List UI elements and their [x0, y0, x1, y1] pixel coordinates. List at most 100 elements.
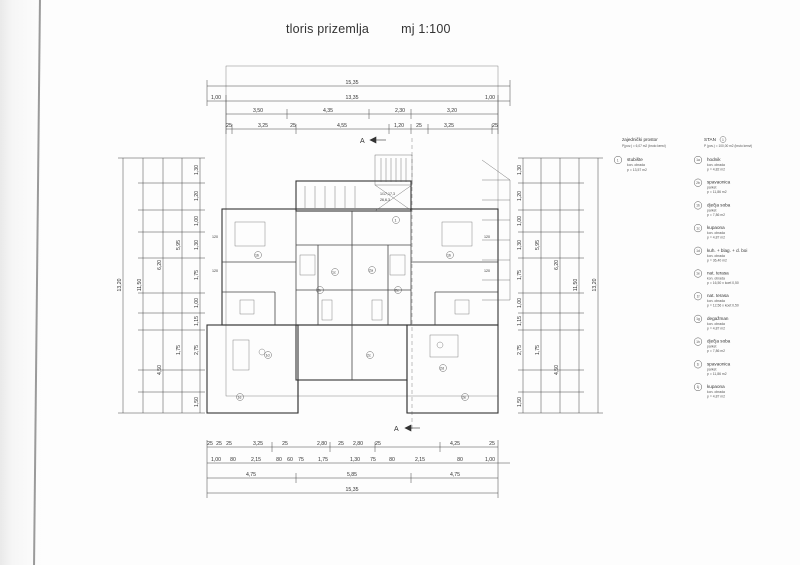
dim-left-third: 6,20	[157, 260, 163, 270]
dim-right-total: 13,20	[592, 278, 598, 291]
height-label-2: 120	[212, 269, 218, 273]
legend-item-area: p = 11,86 m2	[707, 372, 727, 376]
dim-bot-r2-6: 75	[298, 457, 304, 463]
interior-walls	[222, 211, 498, 380]
dim-left-second: 11,50	[137, 279, 143, 292]
plan-room-labels: 1/17,17,3 26,6,3 1 1b 1b 1d 1e 2b 2a 2c …	[212, 192, 490, 401]
legend-item-sub: kon. obrada	[707, 299, 725, 303]
legend-common-name: stubište	[627, 157, 643, 162]
legend-common-space: zajednički prostor P(pov.) = 6,07 m2 (br…	[613, 137, 666, 172]
legend-item-sub: parket	[707, 367, 716, 371]
dim-bot-r2-3: 2,15	[251, 457, 261, 463]
legend-item-name: kupaona	[707, 225, 725, 230]
legend-common-num: 1	[617, 158, 619, 162]
dim-left-seg-5: 1,75	[194, 270, 200, 280]
dim-bot-r2-13: 1,00	[485, 457, 495, 463]
dim-bot-r1-9: 25	[375, 441, 381, 447]
section-mark-bottom: A	[394, 426, 399, 433]
dim-bot-r2-10: 80	[389, 457, 395, 463]
dim-top-r4-8: 25	[492, 123, 498, 129]
legend-item-num: 1d	[696, 249, 700, 253]
legend-item-area: p = 11,86 m2	[707, 190, 727, 194]
legend-item-marker	[693, 224, 703, 233]
dim-right-seg-7: 1,15	[517, 316, 523, 326]
room-marker-10	[461, 393, 469, 401]
top-dimension-text: 15,35 13,35 1,00 1,00 3,50 4,35 2,30 3,2…	[211, 80, 498, 129]
section-arrows	[369, 136, 420, 432]
room-marker-4	[264, 351, 272, 359]
legend-item-area: p = 7,86 m2	[707, 213, 725, 217]
legend-item-sub: kon. obrada	[707, 322, 725, 326]
legend-item-area: p = 4,87 m2	[707, 236, 725, 240]
room-label-4: 1d	[266, 354, 270, 358]
dim-bot-r1-7: 25	[338, 441, 344, 447]
room-marker-2	[254, 251, 262, 259]
legend-item-num: 1e	[696, 272, 700, 276]
room-label-5: 1e	[238, 396, 242, 400]
dim-left-fifth: 4,50	[157, 365, 163, 375]
top-dimension-lines	[206, 80, 511, 134]
dim-right-seg-2: 1,20	[517, 191, 523, 201]
room-label-11: 1c	[332, 271, 336, 275]
legend-item-name: nat. terasa	[707, 293, 729, 298]
dim-bot-r1-8: 2,80	[353, 441, 363, 447]
legend-apartment: STAN 1 P (pov.) = 100,00 m2 (bruto kenvi…	[704, 136, 752, 148]
legend-item-num: 2b	[696, 181, 700, 185]
dim-top-r4-5: 1,20	[394, 123, 404, 129]
building-walls	[206, 180, 499, 414]
dim-right-seg-8: 1,75	[535, 345, 541, 355]
legend-item-area: p = 4,87 m2	[707, 326, 725, 330]
dim-bot-r2-5: 60	[287, 457, 293, 463]
drawing-scale: mj 1:100	[401, 22, 451, 36]
legend-item-sub: parket	[707, 208, 716, 212]
right-dimension-text: 13,20 11,50 6,20 5,95 4,50 1,30 1,20 1,0…	[517, 165, 598, 407]
dim-bot-r1-4: 3,25	[253, 441, 263, 447]
left-dimension-lines	[118, 157, 205, 414]
dim-bot-r1-3: 25	[226, 441, 232, 447]
dim-top-r4-1: 25	[226, 123, 232, 129]
dim-bot-r1-5: 25	[282, 441, 288, 447]
room-marker-12	[394, 286, 402, 294]
dim-right-overhang: 1,00	[485, 95, 495, 101]
exterior-stair	[481, 159, 511, 301]
legend-item-sub: parket	[707, 186, 716, 190]
dim-bot-r1-1: 25	[207, 441, 213, 447]
dim-left-overhang: 1,00	[211, 95, 221, 101]
legend-item-marker	[693, 337, 703, 346]
legend-item-marker	[693, 382, 703, 392]
dim-bot-r2-1: 1,00	[211, 457, 221, 463]
bottom-dimension-text: 25 25 25 3,25 25 2,80 25 2,80 25 4,25 25…	[207, 441, 495, 493]
dim-bot-r3-2: 5,85	[347, 472, 357, 478]
dim-inner-top: 13,35	[346, 95, 359, 101]
legend-item-name: nat. terasa	[707, 271, 729, 276]
legend-common-sub: kon. obrada	[627, 163, 645, 167]
dim-right-third: 6,20	[554, 260, 560, 270]
dim-left-seg-2: 1,20	[194, 191, 200, 201]
legend-item-sub: kon. obrada	[707, 254, 725, 258]
dim-bot-r2-2: 80	[230, 457, 236, 463]
room-marker-5	[236, 393, 244, 401]
legend-item-marker	[693, 292, 703, 301]
legend-item-sub: parket	[707, 345, 716, 349]
dim-top-r3-1: 3,50	[253, 108, 263, 114]
room-marker-7	[368, 266, 376, 274]
legend-apartment-header-sub: P (pov.) = 100,00 m2 (bruto kenvi)	[704, 144, 752, 148]
dim-bot-r2-9: 75	[370, 457, 376, 463]
dim-right-seg-4: 1,30	[517, 240, 523, 250]
dim-left-seg-7: 1,15	[194, 316, 200, 326]
dim-top-r3-3: 2,30	[395, 108, 405, 114]
dim-top-r4-3: 25	[290, 123, 296, 129]
dim-left-seg-6: 1,00	[194, 298, 200, 308]
dim-bot-r3-1: 4,75	[246, 472, 256, 478]
dim-top-r4-6: 25	[416, 123, 422, 129]
drawing-title-name: tloris prizemlja	[286, 22, 370, 36]
legend-common-header: zajednički prostor	[622, 137, 658, 142]
legend-item-marker	[693, 155, 703, 165]
legend-apartment-header: STAN	[704, 137, 716, 142]
legend-item-marker	[693, 314, 703, 323]
dim-top-r4-7: 3,25	[444, 123, 454, 129]
bottom-dimension-lines	[206, 440, 510, 498]
dim-bot-r1-10: 4,25	[450, 441, 460, 447]
legend-item-name: dječja soba	[707, 339, 731, 344]
room-label-12: 2c	[395, 289, 399, 293]
